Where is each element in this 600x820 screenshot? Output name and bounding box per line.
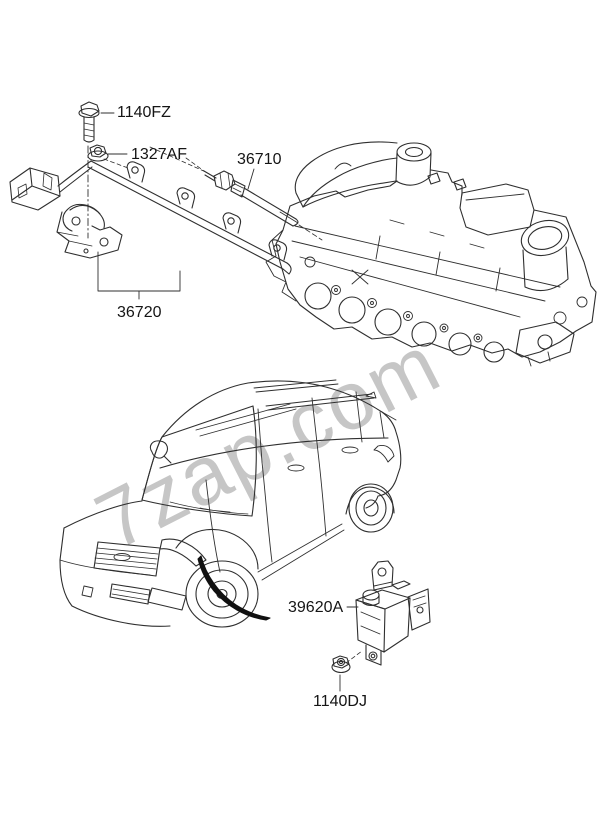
glow-relay-module-icon (345, 560, 431, 666)
flange-nut-icon-bottom (331, 655, 351, 692)
wiring-harness-icon (9, 160, 292, 300)
part-label-1140FZ: 1140FZ (117, 104, 171, 121)
engine-assembly-drawing (265, 141, 597, 367)
location-arrow-icon (197, 555, 271, 621)
part-label-36720: 36720 (117, 304, 162, 321)
flange-bolt-icon (78, 101, 100, 239)
flange-nut-icon (87, 144, 207, 173)
leader-lines (100, 112, 128, 155)
part-label-1327AF: 1327AF (131, 146, 188, 163)
part-label-36710: 36710 (237, 151, 282, 168)
vehicle-drawing (59, 379, 402, 628)
part-label-39620A: 39620A (288, 599, 344, 616)
part-label-1140DJ: 1140DJ (313, 693, 367, 710)
